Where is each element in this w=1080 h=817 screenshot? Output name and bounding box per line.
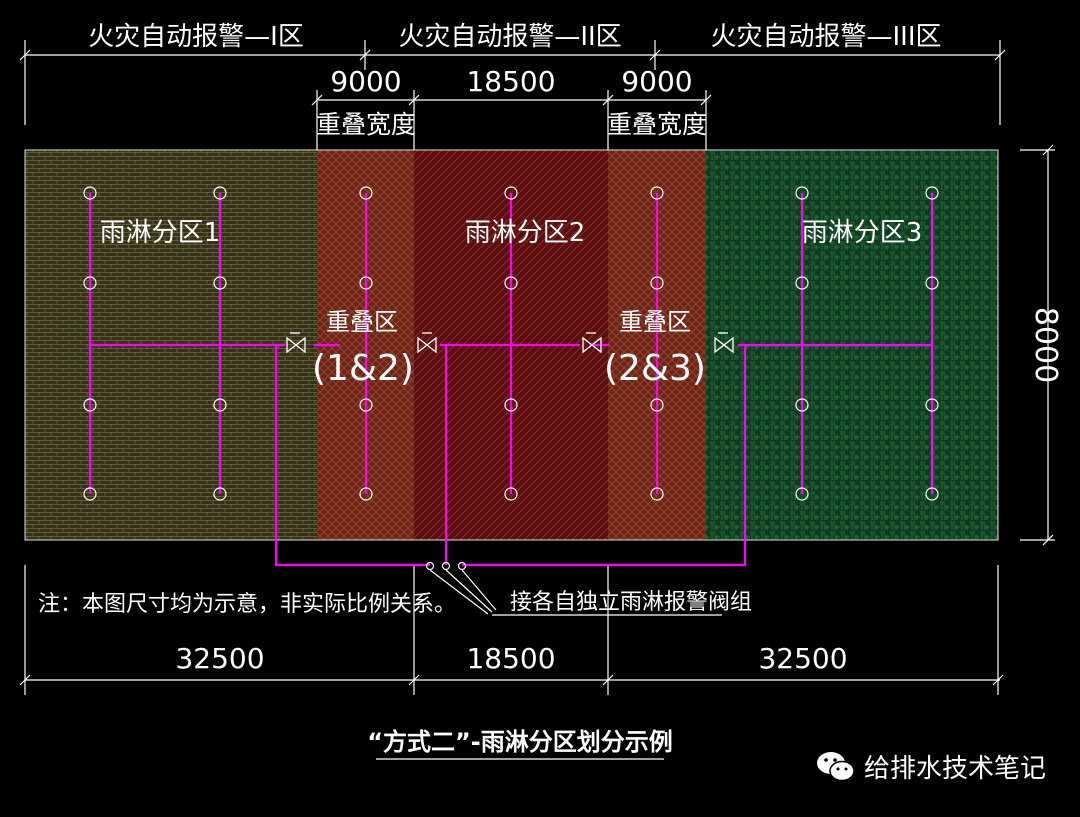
sprinkler-head [650, 186, 664, 200]
sprinkler-head [650, 276, 664, 290]
sprinkler-head [359, 398, 373, 412]
overlap-width-label-2: 重叠宽度 [607, 110, 707, 139]
top-dimension-lines [19, 40, 1006, 150]
alarm-zone-3-label: 火灾自动报警—III区 [710, 22, 941, 52]
check-valves [286, 332, 734, 354]
sprinkler-piping [88, 193, 934, 567]
sprinkler-head [359, 186, 373, 200]
sprinkler-head [213, 186, 227, 200]
sprinkler-head [213, 398, 227, 412]
top-dim-overlap-1: 9000 [330, 65, 401, 98]
sprinkler-head [83, 487, 97, 501]
sprinkler-head [83, 276, 97, 290]
sprinkler-head [650, 487, 664, 501]
top-dim-zone-2: 18500 [466, 65, 555, 98]
sprinkler-head [504, 487, 518, 501]
sprinkler-head [795, 186, 809, 200]
sprinkler-head [795, 276, 809, 290]
valve-callout-text: 接各自独立雨淋报警阀组 [510, 590, 752, 615]
overlap-width-label-1: 重叠宽度 [316, 110, 416, 139]
overlap-zone-1-sub: (1&2) [312, 348, 414, 389]
sprinkler-heads [83, 186, 939, 501]
wechat-icon [816, 750, 856, 784]
deluge-zone-1-label: 雨淋分区1 [100, 218, 221, 248]
deluge-zone-3-label: 雨淋分区3 [802, 218, 923, 248]
sprinkler-head [213, 487, 227, 501]
bottom-dim-2: 18500 [466, 642, 555, 675]
side-dim-label: 8000 [1028, 307, 1063, 383]
sprinkler-head [213, 276, 227, 290]
sprinkler-head [83, 398, 97, 412]
sprinkler-head [925, 186, 939, 200]
overlap-zone-1-title: 重叠区 [326, 308, 398, 336]
overlap-zone-2-title: 重叠区 [619, 308, 691, 336]
alarm-zone-2-label: 火灾自动报警—II区 [398, 22, 621, 52]
sprinkler-head [925, 487, 939, 501]
bottom-dim-3: 32500 [758, 642, 847, 675]
top-dim-overlap-2: 9000 [621, 65, 692, 98]
deluge-zone-2-label: 雨淋分区2 [465, 218, 586, 248]
sprinkler-head [83, 186, 97, 200]
sprinkler-head [650, 398, 664, 412]
sprinkler-head [925, 398, 939, 412]
sprinkler-head [359, 276, 373, 290]
valve-connection-leader [425, 561, 722, 616]
note-text: 注：本图尺寸均为示意，非实际比例关系。 [38, 592, 456, 617]
bottom-dimension-lines [19, 565, 1004, 695]
sprinkler-head [795, 398, 809, 412]
sprinkler-head [795, 487, 809, 501]
sprinkler-head [925, 276, 939, 290]
sprinkler-head [359, 487, 373, 501]
sprinkler-head [504, 398, 518, 412]
watermark: 给排水技术笔记 [816, 748, 1046, 785]
bottom-dim-1: 32500 [175, 642, 264, 675]
side-dimension-line [1020, 144, 1055, 546]
diagram-caption: “方式二”-雨淋分区划分示例 [367, 728, 673, 756]
sprinkler-head [504, 276, 518, 290]
alarm-zone-1-label: 火灾自动报警—I区 [88, 22, 304, 52]
overlap-zone-2-sub: (2&3) [604, 348, 706, 389]
watermark-text: 给排水技术笔记 [863, 754, 1046, 784]
sprinkler-head [504, 186, 518, 200]
